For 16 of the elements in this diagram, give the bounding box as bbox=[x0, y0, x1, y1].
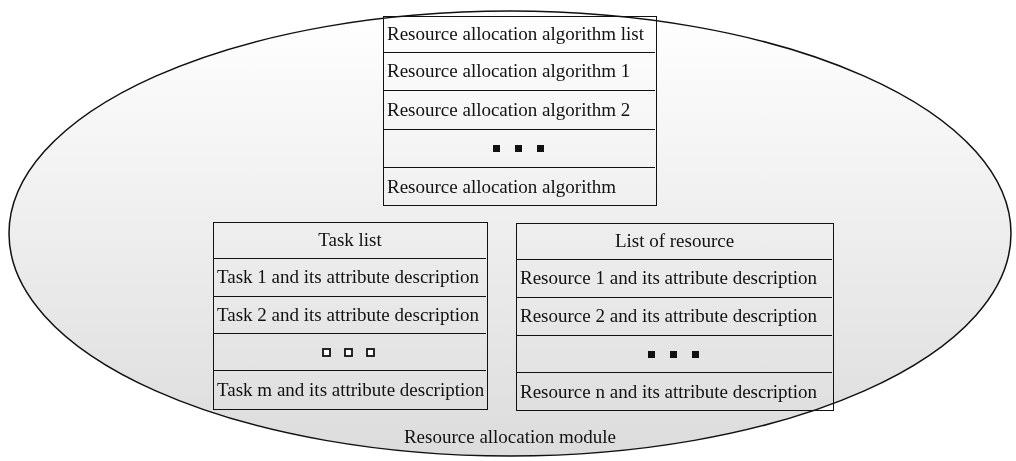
module-label: Resource allocation module bbox=[402, 426, 618, 448]
table-row: List of resource bbox=[517, 222, 832, 260]
table-row: Resource allocation algorithm bbox=[384, 167, 655, 206]
table-row: Resource 1 and its attribute description bbox=[517, 259, 832, 298]
table-row: Task 2 and its attribute description bbox=[214, 296, 486, 334]
list-table bbox=[213, 222, 488, 410]
table-row: Resource allocation algorithm 1 bbox=[384, 52, 655, 91]
list-table bbox=[516, 223, 834, 411]
table-row: Task 1 and its attribute description bbox=[214, 258, 486, 297]
list-table bbox=[383, 16, 657, 206]
table-row: Resource n and its attribute description bbox=[517, 372, 832, 411]
table-row: Task list bbox=[214, 221, 486, 259]
table-row: Resource 2 and its attribute description bbox=[517, 297, 832, 336]
table-row: Task m and its attribute description bbox=[214, 370, 486, 410]
table-row: Resource allocation algorithm list bbox=[384, 15, 655, 53]
table-row: Resource allocation algorithm 2 bbox=[384, 90, 655, 130]
